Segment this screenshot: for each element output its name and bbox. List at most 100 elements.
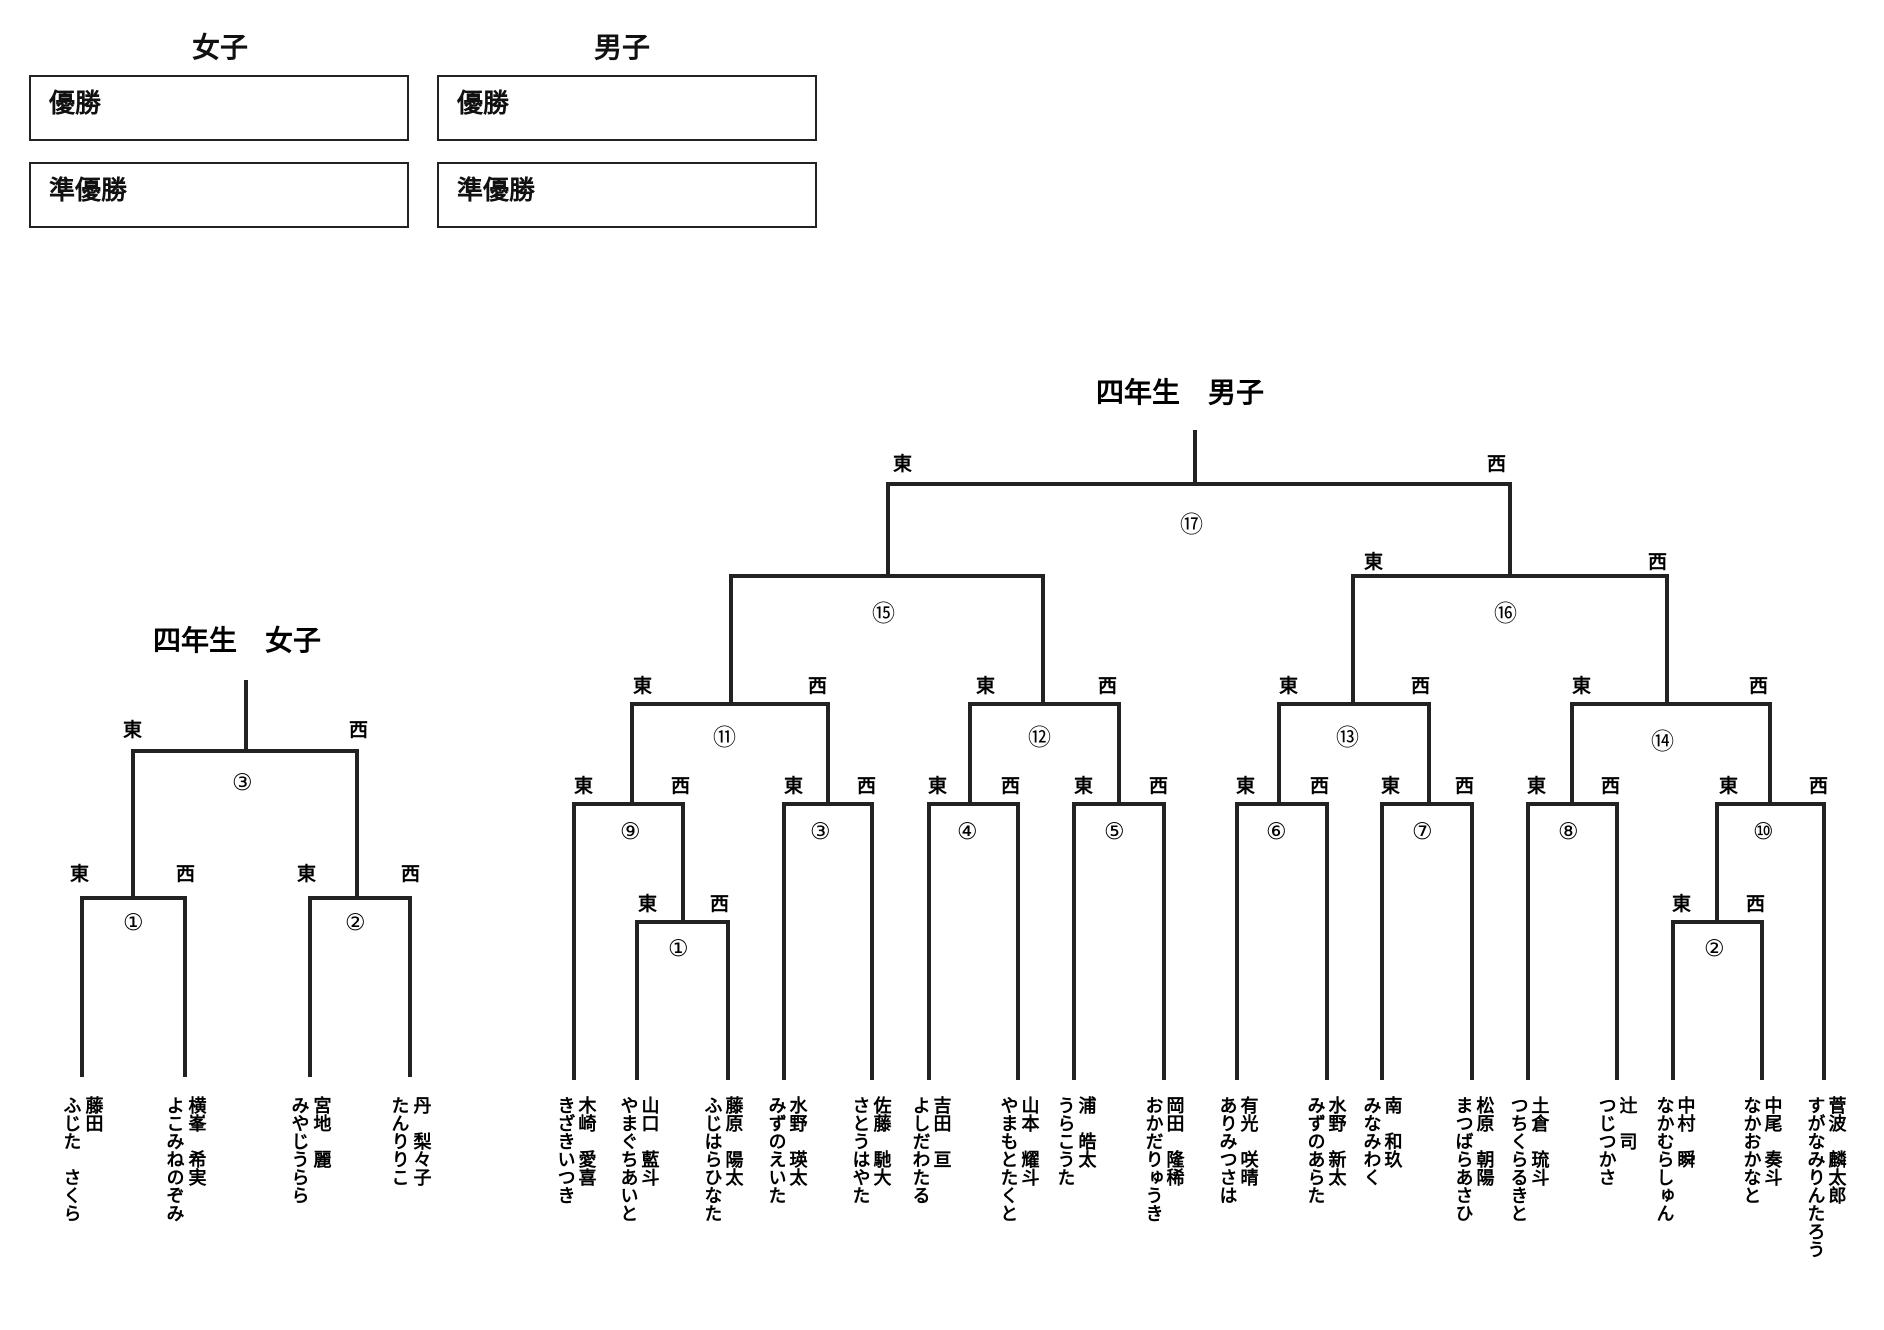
east-label: 東 [574,774,593,797]
east-label: 東 [1719,774,1738,797]
match-number: ⑰ [1180,512,1203,538]
match-number: ④ [957,819,978,845]
west-label: 西 [1487,453,1506,475]
player-name-kana: すがなみりんたろう [1805,1096,1826,1258]
player-name-kana: よこみねのぞみ [164,1096,185,1222]
bracket-line [1526,802,1619,1080]
player-name-kanji: 木崎 愛喜 [576,1095,598,1187]
west-label: 西 [671,775,690,797]
girls-results-header: 女子 [192,31,249,64]
player-name-kanji: 松原 朝陽 [1474,1095,1495,1187]
east-label: 東 [1074,774,1093,797]
player-name-kana: みなみわく [1361,1096,1382,1186]
bracket-line [1072,802,1166,1080]
player-name-kana: ありみつさは [1217,1096,1238,1204]
girls-bracket-labels: 四年生 女子 東 西 東 西 東 西 ③ ① ② 藤田 ふじた さくら 横峯 希… [61,624,432,1222]
west-label: 西 [857,775,876,797]
bracket-line [1351,574,1669,704]
player-name-kanji: 辻 司 [1617,1095,1638,1150]
west-label: 西 [401,863,420,885]
bracket-line [1277,702,1431,804]
player-name-kana: つちくらるきと [1508,1096,1529,1222]
bracket-line [1235,802,1329,1080]
match-number: ⑥ [1266,819,1287,845]
east-label: 東 [633,674,652,697]
player-name-kanji: 南 和玖 [1382,1095,1403,1169]
boys-runner-up-box: 準優勝 [437,162,817,228]
bracket-line [80,896,187,1077]
east-label: 東 [1672,892,1691,915]
west-label: 西 [176,863,195,885]
east-label: 東 [1381,774,1400,797]
boys-results-header: 男子 [594,31,651,64]
player-name-kanji: 浦 皓太 [1076,1095,1097,1169]
player-name-kanji: 横峯 希実 [186,1095,207,1187]
east-label: 東 [1236,774,1255,797]
match-number: ⑬ [1336,725,1359,751]
bracket-line [1715,802,1826,1080]
match-number: ⑨ [620,819,641,845]
west-label: 西 [1746,893,1765,915]
match-number: ⑩ [1753,819,1774,845]
bracket-line [630,702,830,804]
match-number: ⑮ [872,601,895,627]
west-label: 西 [1310,775,1329,797]
player-name-kana: つじつかさ [1596,1096,1617,1186]
west-label: 西 [1411,675,1430,697]
player-name-kana: まつばらあさひ [1453,1096,1474,1222]
bracket-title: 四年生 女子 [153,624,321,657]
player-name-kanji: 水野 新太 [1326,1095,1347,1187]
runner-up-label: 準優勝 [457,176,536,206]
boys-winner-box: 優勝 [437,75,817,141]
player-name-kanji: 山本 耀斗 [1019,1096,1040,1186]
winner-label: 優勝 [49,89,102,119]
bracket-line [635,920,730,1080]
player-name-kana: みずのあらた [1305,1096,1326,1204]
player-name-kanji: 藤田 [83,1095,104,1132]
bracket-line [886,482,1512,576]
player-name-kanji: 中村 瞬 [1675,1095,1696,1169]
player-name-kana: みずのえいた [766,1096,787,1204]
east-label: 東 [70,862,89,885]
player-name-kana: きざきいつき [555,1096,576,1204]
bracket-line [131,749,359,898]
match-number: ⑭ [1651,729,1674,755]
west-label: 西 [1001,775,1020,797]
match-number: ⑯ [1494,601,1517,627]
east-label: 東 [1364,550,1383,573]
west-label: 西 [349,719,368,741]
east-label: 東 [1279,674,1298,697]
player-name-kana: ふじた さくら [61,1096,82,1222]
match-number: ① [668,936,689,962]
match-number: ③ [810,819,831,845]
west-label: 西 [1809,775,1828,797]
player-name-kana: やまもとたくと [998,1096,1019,1222]
player-name-kanji: 岡田 隆稀 [1164,1096,1185,1187]
west-label: 西 [1648,551,1667,573]
girls-winner-box: 優勝 [29,75,409,141]
player-name-kanji: 藤原 陽太 [723,1095,744,1187]
match-number: ① [123,910,144,936]
west-label: 西 [808,675,827,697]
east-label: 東 [297,862,316,885]
girls-runner-up-box: 準優勝 [29,162,409,228]
west-label: 西 [1149,775,1168,797]
winner-label: 優勝 [457,89,510,119]
player-name-kana: ふじはらひなた [702,1096,723,1222]
bracket-line [1671,920,1764,1080]
west-label: 西 [1601,775,1620,797]
bracket-line [572,802,685,1080]
match-number: ② [345,910,366,936]
player-name-kana: やまぐちあいと [618,1096,639,1222]
player-name-kanji: 中尾 奏斗 [1762,1095,1783,1186]
player-name-kana: さとうはやた [850,1096,871,1204]
west-label: 西 [1098,675,1117,697]
player-name-kanji: 山口 藍斗 [639,1096,660,1186]
boys-bracket-labels: 四年生 男子 東 西 東 西 東 西 東 西 東 西 東 西 東 西 東 西 東… [555,376,1847,1258]
player-name-kanji: 土倉 琉斗 [1529,1096,1551,1186]
player-name-kana: なかむらしゅん [1654,1096,1675,1222]
match-number: ⑦ [1412,819,1433,845]
bracket-line [308,896,412,1077]
girls-bracket [80,680,412,1077]
